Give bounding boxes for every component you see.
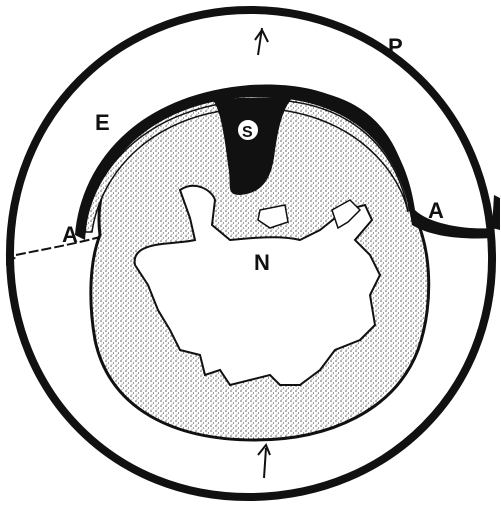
label-a-right: A: [428, 198, 444, 223]
label-p: P: [388, 34, 403, 59]
top-tick: [255, 28, 268, 55]
label-s: S: [242, 124, 253, 141]
bottom-tick: [258, 445, 270, 478]
label-a-left: A: [62, 222, 78, 247]
left-boundary-line: [16, 237, 100, 255]
label-e: E: [95, 110, 110, 135]
right-ring-notch: [492, 195, 500, 230]
label-n: N: [254, 250, 270, 275]
